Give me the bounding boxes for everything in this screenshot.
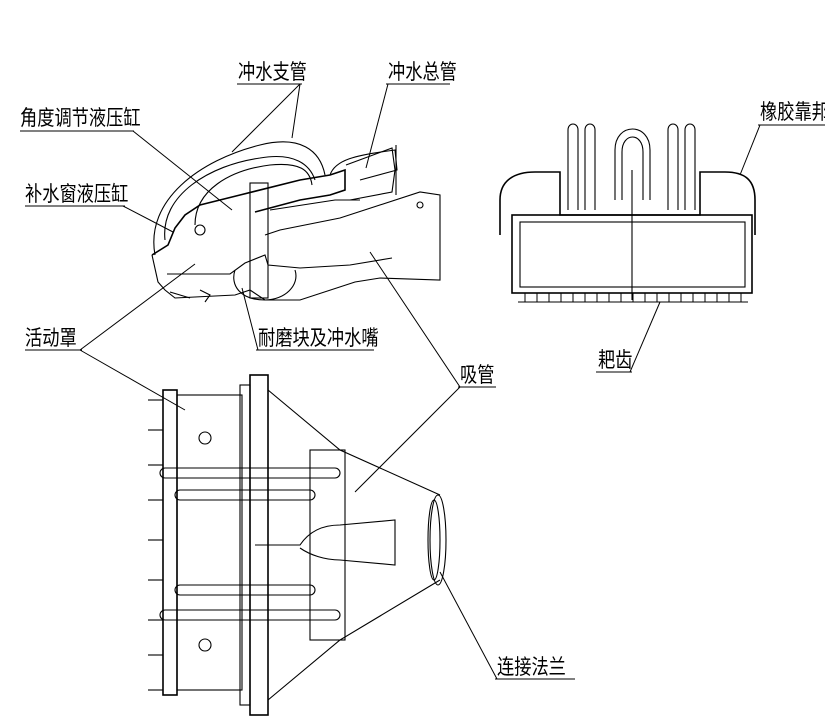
label-water-window-cylinder: 补水窗液压缸 — [25, 182, 129, 206]
label-wear-block-nozzle: 耐磨块及冲水嘴 — [258, 326, 379, 350]
front-view — [499, 123, 756, 303]
label-angle-cylinder: 角度调节液压缸 — [20, 106, 141, 130]
label-connecting-flange: 连接法兰 — [497, 655, 566, 679]
label-branch-flush-pipe: 冲水支管 — [238, 60, 307, 84]
label-rubber-fender: 橡胶靠邦 — [760, 100, 825, 124]
label-suction-pipe: 吸管 — [460, 363, 495, 387]
label-movable-hood: 活动罩 — [25, 326, 77, 350]
top-view — [148, 374, 447, 716]
label-rake-teeth: 耙齿 — [598, 348, 633, 372]
label-main-flush-pipe: 冲水总管 — [388, 60, 457, 84]
leader-lines — [20, 83, 825, 680]
side-view — [151, 141, 441, 303]
